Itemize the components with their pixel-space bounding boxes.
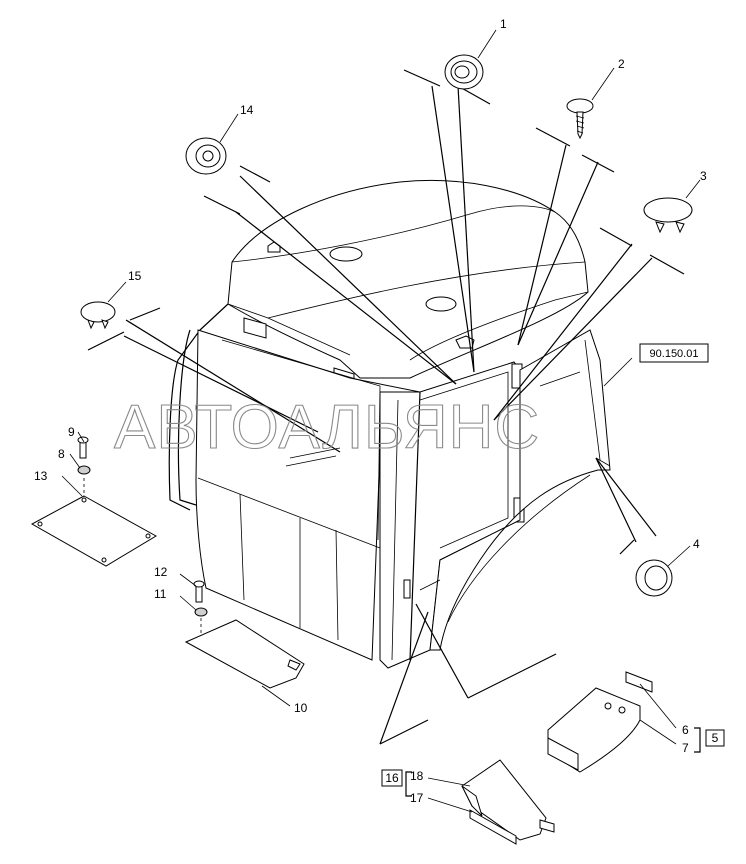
watermark-text: АВТОАЛЬЯНС (114, 393, 540, 462)
callout-12: 12 (154, 565, 168, 579)
callout-14: 14 (240, 103, 254, 117)
cover-plate-10 (179, 573, 305, 707)
plug-part-3 (643, 179, 701, 234)
handle-kit-16 (427, 759, 555, 845)
callout-18: 18 (410, 769, 424, 783)
callout-8: 8 (58, 447, 65, 461)
callout-15: 15 (128, 269, 142, 283)
callout-2: 2 (618, 57, 625, 71)
plug-part-15 (80, 281, 127, 330)
callout-17: 17 (410, 791, 424, 805)
screw-part-2 (566, 67, 615, 140)
grommet-part-1 (444, 29, 497, 90)
callout-6: 6 (682, 723, 689, 737)
group-bracket-16: 16 (381, 769, 412, 797)
group-label-16: 16 (385, 771, 399, 785)
callout-7: 7 (682, 741, 689, 755)
callout-9: 9 (68, 425, 75, 439)
cover-plate-13 (30, 431, 157, 567)
grommet-part-4 (635, 545, 691, 597)
grommet-part-14 (185, 113, 239, 175)
callout-13: 13 (34, 469, 48, 483)
group-label-5: 5 (712, 731, 719, 745)
group-bracket-5: 5 (694, 727, 725, 753)
callout-11: 11 (154, 587, 167, 601)
callout-10: 10 (294, 701, 308, 715)
callout-3: 3 (700, 169, 707, 183)
cab-assembly (168, 179, 611, 669)
leader-lines (87, 69, 685, 745)
callout-1: 1 (500, 17, 507, 31)
ref-link-label[interactable]: 90.150.01 (650, 348, 699, 360)
ref-link-box[interactable]: 90.150.01 (639, 343, 709, 363)
callout-4: 4 (693, 537, 700, 551)
callout-numbers: 1 2 3 4 6 7 8 9 10 11 12 13 14 15 17 18 (34, 17, 707, 805)
handle-kit-5 (547, 671, 677, 773)
